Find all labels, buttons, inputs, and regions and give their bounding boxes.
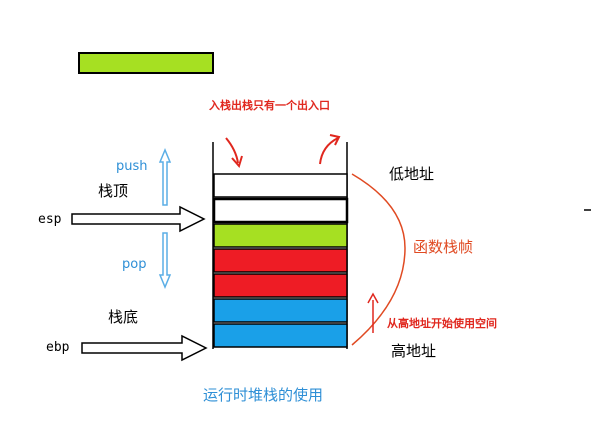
stack-cell-red [213, 273, 348, 298]
function-frame-brace [351, 173, 406, 346]
high-to-low-arrowhead [367, 292, 379, 304]
ebp-pointer-arrow [81, 334, 208, 362]
push-up-arrow [158, 148, 172, 206]
pop-down-arrow [158, 232, 172, 289]
stack-cell-green [213, 223, 348, 248]
push-in-curved-arrow [225, 137, 239, 164]
high-address-label: 高地址 [391, 342, 437, 360]
stack-top-label: 栈顶 [98, 182, 129, 200]
ebp-label: ebp [46, 340, 70, 355]
pop-out-curved-arrow [319, 137, 339, 165]
stack-cell-blue [213, 298, 348, 323]
stack-cell-red [213, 248, 348, 273]
diagram-caption: 运行时堆栈的使用 [203, 386, 324, 404]
push-label: push [116, 159, 148, 174]
stack-cells [212, 173, 349, 348]
push-in-arrowhead [231, 155, 243, 169]
stack-cell-white [212, 197, 349, 224]
single-entry-note: 入栈出栈只有一个出入口 [209, 99, 330, 112]
function-frame-label: 函数栈帧 [413, 238, 474, 256]
high-to-low-note: 从高地址开始使用空间 [387, 317, 497, 330]
esp-pointer-arrow [71, 205, 206, 233]
green-bar [78, 52, 214, 74]
esp-label: esp [38, 212, 62, 227]
pop-label: pop [122, 257, 147, 272]
stack-cell-blue [213, 323, 348, 348]
stack-cell-white [213, 173, 348, 198]
pop-out-arrowhead [329, 134, 341, 146]
low-address-label: 低地址 [389, 165, 435, 183]
stack-bottom-label: 栈底 [108, 308, 139, 326]
